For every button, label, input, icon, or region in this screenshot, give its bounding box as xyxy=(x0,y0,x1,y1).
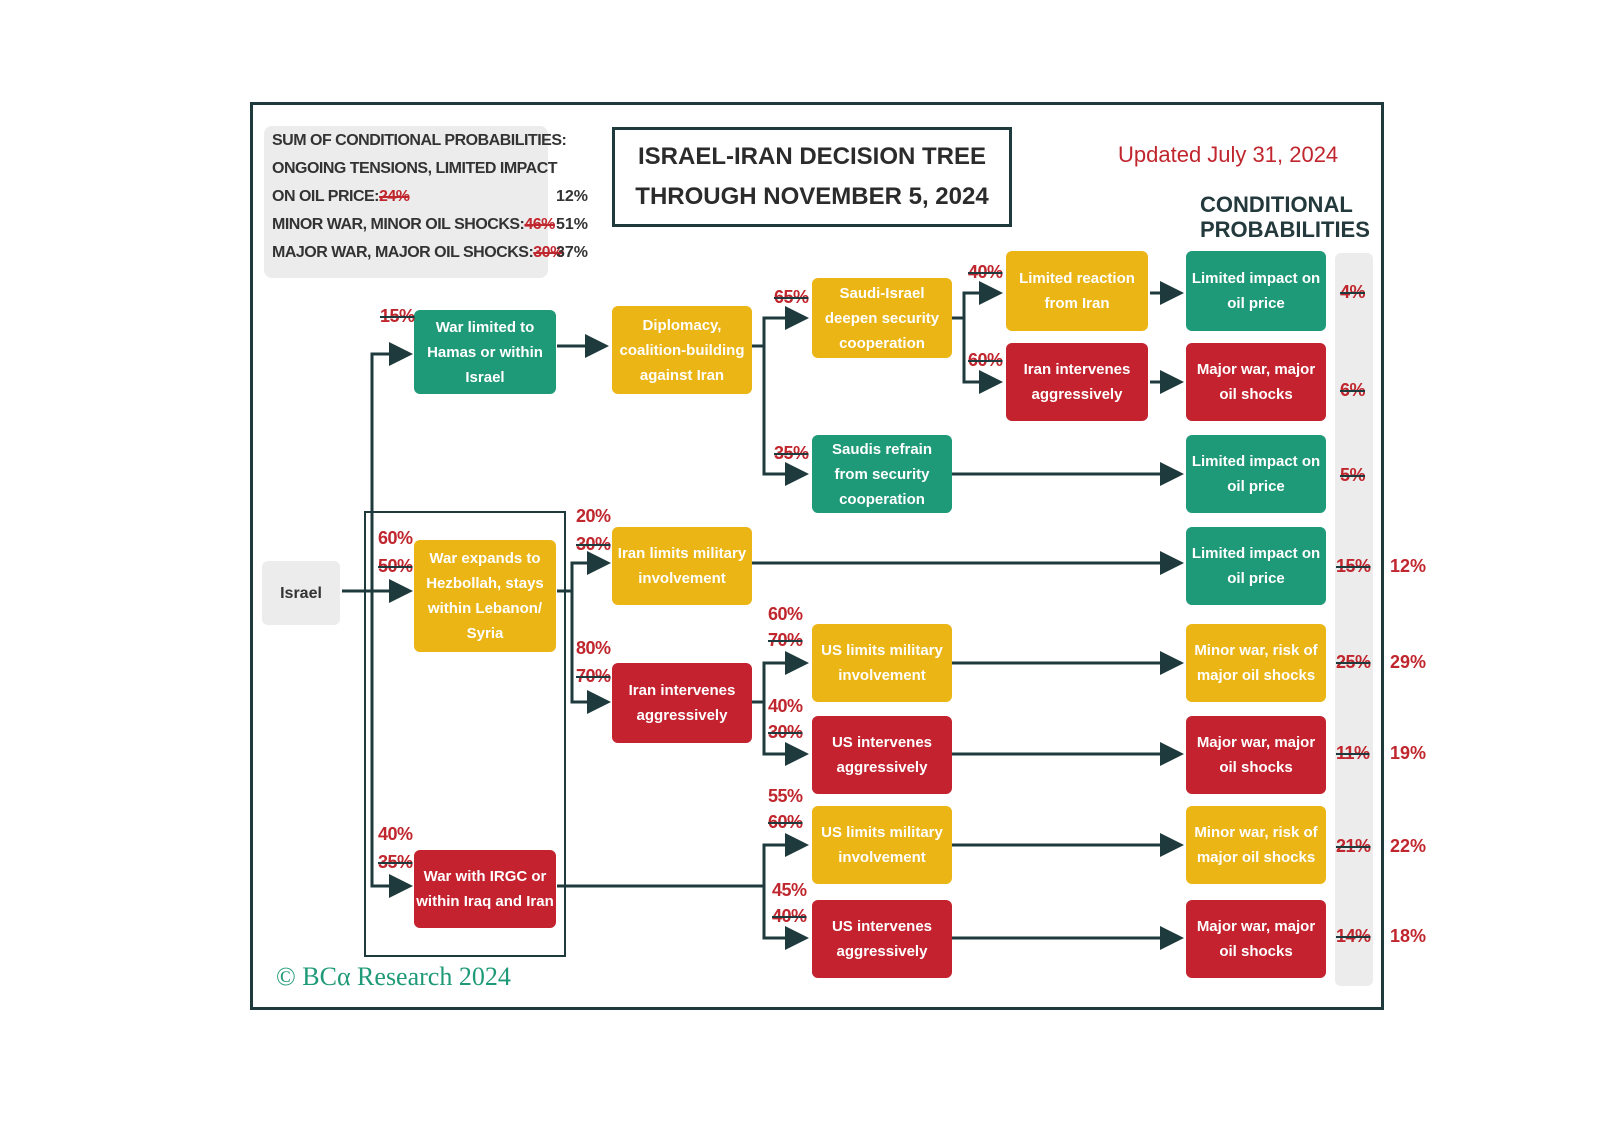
node-iran-limits: Iran limits military involvement xyxy=(612,527,752,605)
node-iran-aggr-mid: Iran intervenes aggressively xyxy=(612,663,752,743)
prob-us-aggr-1-old: 30% xyxy=(768,722,803,742)
summary-row2: MINOR WAR, MINOR OIL SHOCKS:46% xyxy=(272,216,555,234)
outcome6-new: 19% xyxy=(1390,743,1427,763)
edge-hezbollah-iran-aggr xyxy=(570,591,611,714)
outcome8-old: 14% xyxy=(1336,926,1371,946)
node-out6: Major war, major oil shocks xyxy=(1186,716,1326,794)
prob-hezbollah-old: 50% xyxy=(378,556,413,576)
edge-diplomacy-saudi-refrain xyxy=(762,346,809,486)
node-israel: Israel xyxy=(262,561,340,625)
edge-iran-aggr-us-aggr xyxy=(762,702,809,766)
edge-irgc-us-limits xyxy=(557,833,809,888)
node-out1: Limited impact on oil price xyxy=(1186,251,1326,331)
outcome3-old: 5% xyxy=(1340,465,1366,485)
conditional-header-line1: CONDITIONAL xyxy=(1200,192,1353,217)
outcome7-new: 22% xyxy=(1390,836,1427,856)
prob-us-aggr-2-new: 45% xyxy=(772,880,807,900)
summary-row2-old: 46% xyxy=(524,216,555,233)
node-out8: Major war, major oil shocks xyxy=(1186,900,1326,978)
conditional-column-bg xyxy=(1335,253,1373,986)
prob-irgc-new: 40% xyxy=(378,824,413,844)
title-box: ISRAEL-IRAN DECISION TREE THROUGH NOVEMB… xyxy=(612,127,1012,227)
edge-deepen-limited-reaction xyxy=(952,281,1003,320)
node-hezbollah: War expands to Hezbollah, stays within L… xyxy=(414,540,556,652)
edge-hezbollah-iran-limits xyxy=(557,551,611,593)
prob-us-limits-1-old: 70% xyxy=(768,630,803,650)
prob-iran-limits-old: 30% xyxy=(576,534,611,554)
prob-iran-aggr-top-old: 60% xyxy=(968,350,1003,370)
summary-row3-new: 37% xyxy=(556,244,589,261)
node-iran-aggr-top: Iran intervenes aggressively xyxy=(1006,343,1148,421)
prob-us-limits-2-old: 60% xyxy=(768,812,803,832)
summary-row2-new: 51% xyxy=(556,216,589,233)
title-line2: THROUGH NOVEMBER 5, 2024 xyxy=(635,183,989,210)
prob-iran-aggr-mid-old: 70% xyxy=(576,666,611,686)
outcome1-old: 4% xyxy=(1340,282,1366,302)
prob-saudi-deepen-old: 65% xyxy=(774,287,809,307)
summary-row1-new: 12% xyxy=(556,188,589,205)
node-us-aggr-1: US intervenes aggressively xyxy=(812,716,952,794)
summary-box xyxy=(264,126,548,278)
conditional-header-line2: PROBABILITIES xyxy=(1200,217,1370,242)
updated-date: Updated July 31, 2024 xyxy=(1118,142,1339,167)
copyright: © BCα Research 2024 xyxy=(276,962,511,991)
prob-iran-limits-new: 20% xyxy=(576,506,611,526)
summary-row3-label: MAJOR WAR, MAJOR OIL SHOCKS: xyxy=(272,244,534,261)
prob-hezbollah-new: 60% xyxy=(378,528,413,548)
conditional-probabilities-header: CONDITIONAL PROBABILITIES xyxy=(1200,192,1370,242)
edge-irgc-us-aggr xyxy=(762,886,809,950)
outcome6-old: 11% xyxy=(1336,743,1370,763)
outcome2-old: 6% xyxy=(1340,380,1366,400)
edge-iran-aggr-us-limits xyxy=(752,651,809,704)
outcome7-old: 21% xyxy=(1336,836,1371,856)
node-out7: Minor war, risk of major oil shocks xyxy=(1186,806,1326,884)
edge-israel-irgc xyxy=(370,591,413,898)
summary-row3: MAJOR WAR, MAJOR OIL SHOCKS:30% xyxy=(272,244,564,262)
summary-row1-line2: ON OIL PRICE:24% xyxy=(272,188,410,206)
node-out4: Limited impact on oil price xyxy=(1186,527,1326,605)
prob-us-aggr-1-new: 40% xyxy=(768,696,803,716)
node-us-limits-2: US limits military involvement xyxy=(812,806,952,884)
summary-row1-line1: ONGOING TENSIONS, LIMITED IMPACT xyxy=(272,160,558,177)
node-hamas: War limited to Hamas or within Israel xyxy=(414,310,556,394)
node-us-aggr-2: US intervenes aggressively xyxy=(812,900,952,978)
node-saudi-refrain: Saudis refrain from security cooperation xyxy=(812,435,952,513)
node-us-limits-1: US limits military involvement xyxy=(812,624,952,702)
edge-diplomacy-saudi-deepen xyxy=(752,306,809,348)
node-out3: Limited impact on oil price xyxy=(1186,435,1326,513)
node-irgc: War with IRGC or within Iraq and Iran xyxy=(414,850,556,928)
summary-heading: SUM OF CONDITIONAL PROBABILITIES: xyxy=(272,132,567,149)
title-line1: ISRAEL-IRAN DECISION TREE xyxy=(637,143,987,170)
prob-saudi-refrain-old: 35% xyxy=(774,443,809,463)
prob-us-limits-2-new: 55% xyxy=(768,786,803,806)
node-out5: Minor war, risk of major oil shocks xyxy=(1186,624,1326,702)
outcome8-new: 18% xyxy=(1390,926,1427,946)
summary-row1-old: 24% xyxy=(379,188,410,205)
node-saudi-deepen: Saudi-Israel deepen security cooperation xyxy=(812,278,952,358)
outcome4-new: 12% xyxy=(1390,556,1427,576)
edge-israel-hamas xyxy=(370,342,413,591)
node-out2: Major war, major oil shocks xyxy=(1186,343,1326,421)
outcome4-old: 15% xyxy=(1336,556,1371,576)
node-limited-reaction: Limited reaction from Iran xyxy=(1006,251,1148,331)
edge-deepen-iran-aggr xyxy=(962,318,1003,394)
prob-us-limits-1-new: 60% xyxy=(768,604,803,624)
outcome5-new: 29% xyxy=(1390,652,1427,672)
summary-row3-old: 30% xyxy=(533,244,564,261)
hezbollah-irgc-group-box xyxy=(364,511,566,957)
prob-us-aggr-2-old: 40% xyxy=(772,906,807,926)
outcome5-old: 25% xyxy=(1336,652,1371,672)
prob-hamas-old: 15% xyxy=(380,306,415,326)
prob-iran-aggr-mid-new: 80% xyxy=(576,638,611,658)
node-diplomacy: Diplomacy, coalition-building against Ir… xyxy=(612,306,752,394)
summary-row1-label: ON OIL PRICE: xyxy=(272,188,380,205)
prob-limited-reaction-old: 40% xyxy=(968,262,1003,282)
summary-row2-label: MINOR WAR, MINOR OIL SHOCKS: xyxy=(272,216,525,233)
prob-irgc-old: 35% xyxy=(378,852,413,872)
